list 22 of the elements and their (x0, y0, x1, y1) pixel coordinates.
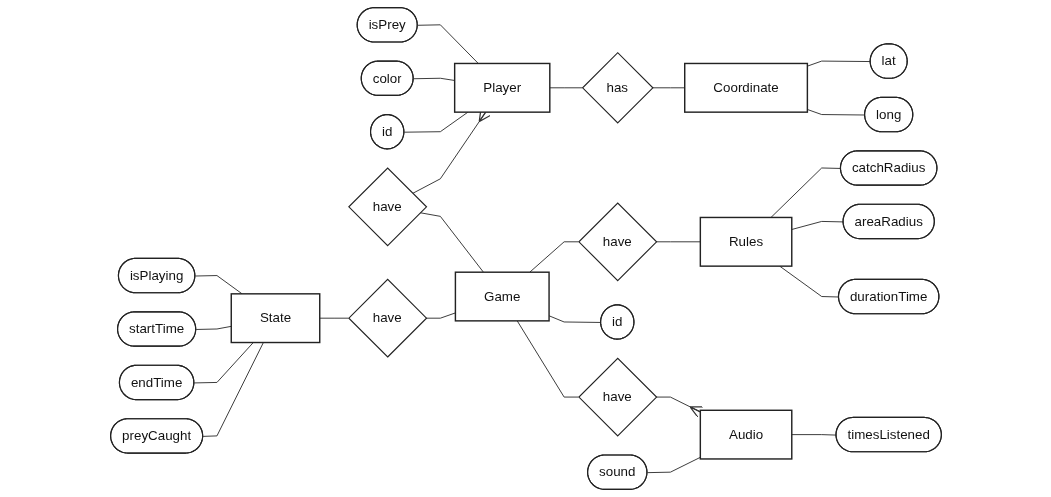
node-diamond: have (577, 357, 657, 437)
node-diamond: has (581, 51, 654, 124)
connector (528, 241, 579, 273)
connector (403, 111, 468, 133)
connector (651, 87, 685, 89)
connector (419, 212, 484, 273)
node-box: Audio (699, 409, 792, 460)
node-box: Game (454, 271, 550, 322)
node-box: Rules (699, 216, 792, 267)
node-box: Coordinate (683, 62, 808, 113)
connector (416, 24, 479, 64)
connector (193, 342, 254, 384)
node-box: Player (453, 62, 551, 113)
connector (516, 320, 579, 398)
node-diamond: have (347, 278, 427, 358)
connector (202, 342, 264, 437)
connector (194, 275, 243, 295)
node-diamond: have (577, 202, 657, 282)
connector (646, 456, 701, 474)
node-box: State (230, 293, 320, 344)
connector (412, 77, 455, 81)
node-diamond: have (347, 167, 427, 247)
